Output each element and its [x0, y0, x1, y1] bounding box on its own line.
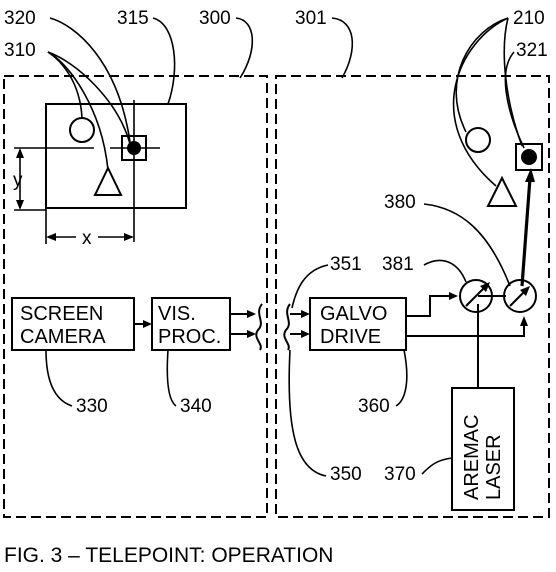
x-arrow-left — [46, 233, 56, 241]
mirror-1-deflect-arrow — [480, 282, 490, 292]
aremac-laser-line2: LASER — [483, 434, 505, 500]
label-351: 351 — [330, 254, 362, 275]
leader-350 — [288, 349, 327, 477]
label-321: 321 — [516, 40, 548, 61]
leader-210-b — [452, 17, 509, 187]
screen-camera-line1: SCREEN — [20, 303, 103, 325]
label-320: 320 — [4, 8, 36, 29]
x-axis-label: x — [82, 228, 92, 249]
label-330: 330 — [76, 396, 108, 417]
link-break-left — [255, 303, 263, 351]
proc-out-lower-arrow — [247, 330, 256, 338]
proc-out-upper-arrow — [247, 310, 256, 318]
subject-circle-target — [465, 127, 491, 153]
projected-beam-arrow — [525, 168, 535, 182]
galvo-wire-2 — [406, 322, 525, 337]
label-340: 340 — [180, 396, 212, 417]
label-360: 360 — [358, 396, 390, 417]
y-arrow-down — [16, 200, 24, 210]
leader-310-a — [47, 51, 83, 119]
leader-370 — [421, 457, 453, 475]
label-315: 315 — [117, 8, 149, 29]
galvo-in-upper-arrow — [301, 310, 310, 318]
left-dashed-enclosure — [3, 75, 268, 518]
screen-frame — [45, 103, 187, 209]
link-break-right — [283, 303, 291, 351]
projected-beam — [520, 177, 532, 287]
leader-340 — [166, 349, 177, 407]
y-arrow-up — [16, 148, 24, 158]
leader-351 — [291, 264, 329, 309]
leader-300 — [235, 17, 254, 79]
leader-321 — [504, 51, 525, 149]
vis-proc-line2: PROC. — [158, 326, 221, 348]
leader-210-c — [503, 17, 523, 147]
vis-proc-line1: VIS. — [158, 303, 196, 325]
leader-320 — [49, 17, 131, 143]
leader-380 — [423, 203, 511, 287]
subject-laser-dot — [521, 149, 537, 165]
mirror-1-deflect — [465, 285, 487, 307]
leader-360 — [395, 349, 408, 407]
figure-caption: FIG. 3 – TELEPOINT: OPERATION — [4, 544, 333, 567]
galvo-wire-1 — [406, 295, 454, 317]
leader-301 — [331, 17, 354, 79]
screen-circle-target — [69, 117, 95, 143]
leader-310-b — [47, 51, 109, 171]
label-350: 350 — [330, 464, 362, 485]
galvo-drive-block — [309, 297, 407, 351]
aremac-laser-block — [451, 387, 515, 511]
leader-315 — [152, 17, 176, 105]
x-arrow-right — [124, 233, 134, 241]
subject-triangle-target — [486, 175, 518, 207]
label-210: 210 — [513, 8, 545, 29]
label-301: 301 — [295, 8, 327, 29]
leader-210-a — [455, 17, 509, 133]
leader-330 — [45, 349, 73, 407]
aremac-laser-line1: AREMAC — [461, 414, 483, 500]
screen-camera-line2: CAMERA — [20, 326, 106, 348]
label-380: 380 — [384, 192, 416, 213]
mirror-2-deflect-arrow — [520, 286, 530, 296]
leader-381 — [423, 259, 467, 283]
galvo-in-lower-arrow — [301, 330, 310, 338]
camera-to-proc-arrow — [143, 320, 152, 328]
subject-pointer-box — [515, 143, 543, 171]
y-axis-label: y — [13, 170, 23, 191]
label-310: 310 — [4, 40, 36, 61]
galvo-drive-line1: GALVO — [320, 303, 387, 325]
label-370: 370 — [384, 464, 416, 485]
screen-triangle-target — [93, 165, 123, 196]
label-300: 300 — [199, 8, 231, 29]
right-dashed-enclosure — [275, 75, 550, 518]
galvo-drive-line2: DRIVE — [320, 326, 381, 348]
galvo-wire-1-arrow — [449, 292, 458, 300]
label-381: 381 — [382, 254, 414, 275]
leader-310-c — [47, 51, 131, 145]
galvo-wire-2-arrow — [520, 316, 528, 326]
